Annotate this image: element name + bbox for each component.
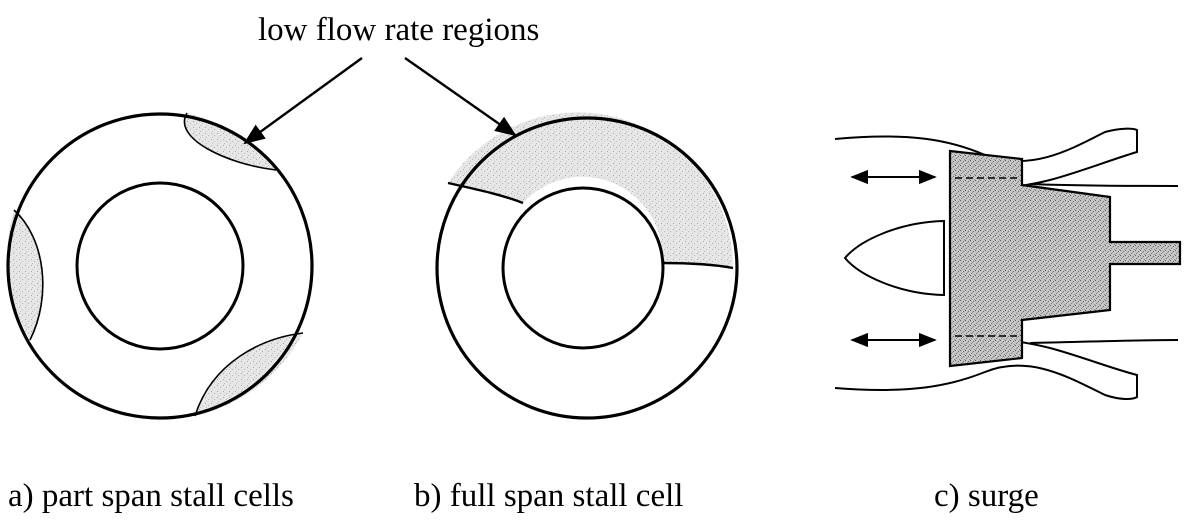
casing-upper [834,127,1138,191]
annotation-arrows [243,57,517,145]
compressor-body [948,149,1182,368]
stall-cell-full [448,112,734,268]
nose-cone [843,219,945,297]
caption-full-span-stall: b) full span stall cell [414,478,684,514]
stall-cell-left [7,210,43,340]
low-flow-rate-label: low flow rate regions [258,12,540,48]
casing-lower [834,337,1138,401]
panel-c-surge [834,127,1182,401]
stall-cell-bottom [195,333,303,416]
panel-a-annulus [6,112,314,420]
caption-surge: c) surge [934,478,1039,514]
caption-part-span-stall: a) part span stall cells [8,478,294,514]
stall-cell-top [184,113,276,170]
arrow-to-panel-b [404,57,517,137]
arrow-to-panel-a [243,57,363,145]
panel-b-annulus [435,112,739,420]
